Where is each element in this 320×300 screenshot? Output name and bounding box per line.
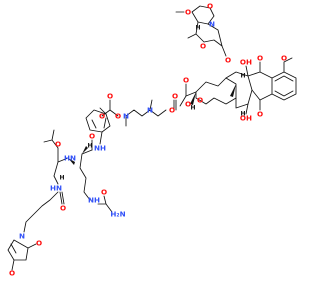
val-isopropyl — [44, 130, 58, 148]
hydroxy-arm-upper — [246, 66, 248, 76]
cit-sidechain — [80, 154, 90, 200]
atom-oxygen: O — [225, 56, 231, 65]
atom-oxygen: O — [89, 132, 95, 141]
atom-oxygen: O — [169, 106, 175, 115]
urea — [98, 196, 112, 212]
hydroxyl-label: OH — [240, 58, 252, 67]
ring-d — [272, 72, 296, 100]
atom-oxygen: O — [172, 92, 178, 101]
atom-oxygen: O — [281, 54, 287, 63]
atom-oxygen: O — [36, 239, 42, 248]
hydroxyl-label: OH — [240, 114, 252, 123]
maleimide-o1 — [28, 244, 36, 248]
wedge-bond — [68, 158, 75, 165]
atom-oxygen: O — [107, 92, 113, 101]
atom-oxygen: O — [185, 8, 191, 17]
atom-oxygen: O — [197, 96, 203, 105]
atom-oxygen: O — [99, 112, 105, 121]
atom-oxygen: O — [183, 76, 189, 85]
atom-oxygen: O — [200, 42, 206, 51]
maleimide-ring — [8, 240, 28, 260]
atom-hydrogen: H — [240, 73, 245, 80]
atom-nitrogen: N — [209, 20, 215, 29]
amine-label: H₂N — [110, 210, 125, 219]
linker-carbonyl — [174, 100, 176, 110]
ring-b — [226, 72, 252, 108]
atom-oxygen: O — [101, 188, 107, 197]
ring-c — [248, 72, 272, 100]
carbon-bonds — [8, 6, 296, 270]
aniline-link — [100, 132, 102, 144]
val-alpha — [54, 176, 58, 184]
wedge-bond — [190, 92, 196, 105]
atom-hydrogen: H — [190, 105, 195, 112]
maleimide-double — [11, 244, 16, 253]
atom-oxygen: O — [9, 269, 15, 278]
caproyl-carbonyl — [60, 192, 64, 204]
chemical-structure-diagram: O O N O H O O O O O OH OH H H O O H O O … — [0, 2, 300, 278]
atom-hydrogen: H — [240, 111, 245, 118]
amide-nh-label: NH — [88, 196, 100, 205]
n-methyl — [150, 100, 152, 110]
atom-oxygen: O — [257, 110, 263, 119]
linker-chain — [126, 110, 166, 116]
ring-d-inner — [275, 76, 293, 96]
atom-nitrogen: N — [19, 232, 25, 241]
atom-nitrogen: N — [147, 106, 153, 115]
atom-oxygen: O — [115, 112, 121, 121]
atom-oxygen: O — [55, 140, 61, 149]
wedge-bond — [82, 146, 88, 154]
atom-hydrogen: H — [87, 143, 92, 150]
atom-hydrogen: H — [195, 25, 200, 32]
benzene-inner — [92, 118, 106, 128]
atom-hydrogen: H — [59, 175, 64, 182]
wedge-bond — [230, 84, 236, 97]
benzyl-ch2 — [100, 108, 106, 114]
amide-nh-label: NH — [94, 144, 106, 153]
methoxy-arm — [284, 58, 292, 72]
amide-nh-label: HN — [64, 154, 76, 163]
atom-oxygen: O — [207, 2, 213, 11]
atom-oxygen: O — [185, 100, 191, 109]
hydroxy-arm-lower — [246, 104, 248, 114]
amide-cit — [82, 150, 92, 154]
atom-oxygen: O — [60, 204, 66, 213]
atom-nitrogen: N — [123, 112, 129, 121]
maleimide-o2 — [12, 260, 14, 270]
atom-oxygen: O — [257, 54, 263, 63]
sugar-methyl — [188, 34, 196, 38]
caproyl-chain — [24, 192, 58, 232]
amide-nh-label: HN — [50, 184, 62, 193]
sugar-oxy-bond — [222, 46, 226, 56]
